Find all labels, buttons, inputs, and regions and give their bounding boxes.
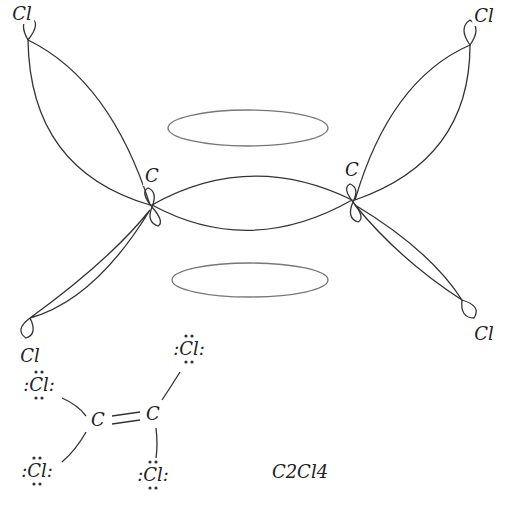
cl-lobe (462, 300, 477, 318)
atom-label: Cl (10, 4, 34, 24)
bond-lobe (355, 205, 462, 300)
lewis-atom: :Cl: (19, 461, 55, 481)
atom-label: C (143, 166, 161, 186)
lewis-atom: :Cl: (135, 465, 171, 485)
atom-label: Cl (472, 6, 496, 26)
pi-lobe (172, 263, 328, 297)
atom-label: Cl (18, 346, 42, 366)
double-bond (112, 420, 140, 424)
lewis-atom: :Cl: (171, 339, 207, 359)
carbon-lobe (145, 188, 161, 226)
single-bond (62, 398, 86, 416)
cl-lobe (21, 318, 33, 338)
lewis-atom: :Cl: (21, 375, 57, 395)
double-bond (112, 412, 140, 416)
bond-lobe (355, 45, 470, 200)
formula-label: C2Cl4 (270, 462, 330, 482)
sigma-bond (152, 176, 352, 230)
pi-lobe (168, 110, 328, 146)
atom-label: Cl (472, 324, 496, 344)
lewis-atom: C (89, 410, 107, 430)
bond-lobe (28, 40, 150, 205)
single-bond (156, 428, 157, 458)
single-bond (162, 372, 180, 400)
bond-lobe (30, 210, 150, 318)
atom-label: C (343, 160, 361, 180)
lewis-atom: C (144, 404, 162, 424)
carbon-lobe (347, 184, 361, 222)
single-bond (62, 432, 86, 462)
